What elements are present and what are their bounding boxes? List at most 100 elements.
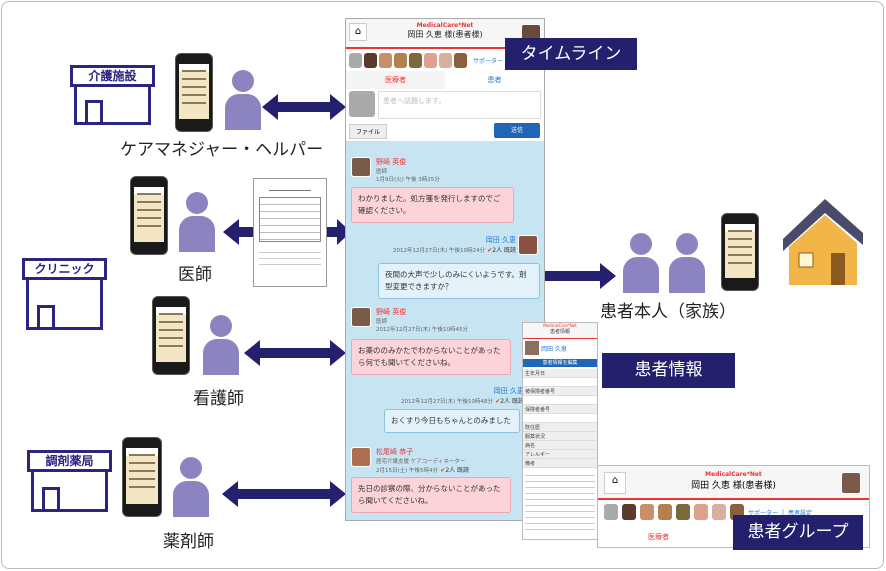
tab-bar: 医療者 患者 xyxy=(346,71,544,89)
house-icon xyxy=(783,199,863,285)
member-avatar[interactable] xyxy=(454,52,467,68)
member-avatar[interactable] xyxy=(424,52,437,68)
message-time: 2月15日(土) 午後5時4分 xyxy=(376,468,439,474)
patient-info-tag: 患者情報 xyxy=(602,353,735,388)
care-facility-building: 介護施設 xyxy=(70,65,155,125)
smartphone-icon xyxy=(130,176,168,255)
message-bubble: わかりました。処方箋を発行しますのでご確認ください。 xyxy=(351,187,514,223)
file-button[interactable]: ファイル xyxy=(349,124,388,139)
person-icon xyxy=(203,315,239,375)
facility-sign: クリニック xyxy=(22,258,107,280)
author-role: 医師 xyxy=(376,169,388,175)
person-icon xyxy=(173,457,209,517)
info-row: 生年月日 xyxy=(523,369,597,378)
home-button[interactable]: ⌂ xyxy=(349,23,367,41)
read-count: 2人 既読 xyxy=(492,247,516,254)
member-avatar[interactable] xyxy=(364,52,377,68)
author-name[interactable]: 松尾崎 恭子 xyxy=(376,448,414,456)
app-header: ⌂ MedicalCare*Net 岡田 久恵 様(患者様) xyxy=(346,19,544,49)
author-name[interactable]: 岡田 久恵 xyxy=(485,236,516,244)
member-avatar[interactable] xyxy=(604,504,618,520)
supporter-link[interactable]: サポーター xyxy=(473,57,504,65)
member-avatar[interactable] xyxy=(622,504,636,520)
timeline-tag: タイムライン xyxy=(505,38,637,70)
message-meta: 野崎 英俊 医師 2012年12月27日(木) 午後10時45分 xyxy=(376,307,468,333)
person-icon xyxy=(669,233,705,293)
author-role: 医師 xyxy=(376,319,388,325)
my-avatar xyxy=(349,91,375,117)
double-arrow-icon xyxy=(222,481,346,507)
smartphone-icon xyxy=(721,213,759,291)
app-logo: MedicalCare*Net xyxy=(416,22,474,29)
member-avatar[interactable] xyxy=(379,52,392,68)
member-avatar[interactable] xyxy=(640,504,654,520)
timeline-screen: ⌂ MedicalCare*Net 岡田 久恵 様(患者様) サポーター 医療者… xyxy=(345,18,545,521)
patient-info-screen: MedicalCare*Net 患者情報 岡田 久恵 患者情報を編集 生年月日 … xyxy=(522,322,598,540)
member-avatar[interactable] xyxy=(394,52,407,68)
member-avatars: サポーター xyxy=(346,49,544,71)
double-arrow-icon xyxy=(526,263,616,289)
message-bubble: 先日の診察の際、分からないことがあったら聞いてくださいね。 xyxy=(351,477,511,513)
member-avatar[interactable] xyxy=(712,504,726,520)
person-icon xyxy=(623,233,659,293)
app-logo: MedicalCare*Net xyxy=(543,323,577,328)
member-avatar[interactable] xyxy=(658,504,672,520)
message-meta: 岡田 久恵 2012年12月27日(木) 午後10時24分 ✔2人 既読 xyxy=(366,235,516,254)
member-avatar[interactable] xyxy=(439,52,452,68)
patient-name[interactable]: 岡田 久恵 xyxy=(541,345,567,353)
message-time: 1月9日(火) 午後 3時25分 xyxy=(376,177,440,183)
patient-label: 患者本人（家族） xyxy=(600,302,736,322)
message-bubble: 夜間の大声で少しのみにくいようです。剤型変更できますか？ xyxy=(378,263,540,299)
user-avatar[interactable] xyxy=(841,472,861,494)
person-icon xyxy=(225,70,261,130)
edit-info-button[interactable]: 患者情報を編集 xyxy=(523,359,597,367)
author-name[interactable]: 岡田 久恵 xyxy=(493,387,524,395)
patient-title: 岡田 久恵 様(患者様) xyxy=(691,481,776,491)
home-button[interactable]: ⌂ xyxy=(604,472,626,494)
smartphone-icon xyxy=(122,437,162,517)
author-name[interactable]: 野崎 英俊 xyxy=(376,308,407,316)
panel-title: 患者情報 xyxy=(549,329,570,335)
patient-group-tag: 患者グループ xyxy=(733,515,863,550)
read-count: 2人 既読 xyxy=(500,398,524,405)
author-avatar xyxy=(518,235,538,255)
smartphone-icon xyxy=(175,53,213,132)
author-role: 居宅介護支援 ケアコーディネーター xyxy=(376,459,466,465)
role-label-doctor: 医師 xyxy=(178,265,212,285)
member-avatar[interactable] xyxy=(676,504,690,520)
role-label-pharmacist: 薬剤師 xyxy=(163,532,214,552)
read-count: 2人 既読 xyxy=(445,467,470,474)
message-time: 2012年12月27日(木) 午後10時48分 xyxy=(400,399,493,405)
facility-sign: 調剤薬局 xyxy=(27,450,112,472)
info-row: 既往歴 xyxy=(523,423,597,432)
person-icon xyxy=(179,192,215,252)
member-avatar[interactable] xyxy=(349,52,362,68)
message-meta: 野崎 英俊 医師 1月9日(火) 午後 3時25分 xyxy=(376,157,440,183)
message-bubble: お薬ののみかたでわからないことがあったら何でも聞いてくださいね。 xyxy=(351,339,511,375)
author-avatar xyxy=(351,157,371,177)
double-arrow-icon xyxy=(244,340,346,366)
tab-patient[interactable]: 患者 xyxy=(487,76,502,84)
role-label-care-manager: ケアマネジャー・ヘルパー xyxy=(120,140,324,160)
smartphone-icon xyxy=(152,296,190,375)
send-button[interactable]: 送信 xyxy=(494,123,540,138)
arrow-left-icon xyxy=(223,219,255,245)
member-avatar[interactable] xyxy=(409,52,422,68)
message-meta: 岡田 久恵 2012年12月27日(木) 午後10時48分 ✔2人 既読 xyxy=(356,386,524,405)
info-row: アレルギー xyxy=(523,450,597,459)
clinic-building: クリニック xyxy=(22,258,107,330)
info-row: 保険者番号 xyxy=(523,405,597,414)
patient-settings-link[interactable]: 患者設定 xyxy=(788,509,813,517)
tab-medical-staff[interactable]: 医療者 xyxy=(648,533,669,541)
tab-medical-staff[interactable]: 医療者 xyxy=(346,71,445,89)
double-arrow-icon xyxy=(262,94,346,120)
post-input[interactable]: 患者へ話題します。 xyxy=(378,91,541,119)
member-avatar[interactable] xyxy=(694,504,708,520)
prescription-document-icon xyxy=(253,178,327,287)
supporter-link[interactable]: サポーター xyxy=(748,509,779,517)
info-row: 被保険者番号 xyxy=(523,387,597,396)
message-meta: 松尾崎 恭子 居宅介護支援 ケアコーディネーター 2月15日(土) 午後5時4分… xyxy=(376,448,470,474)
message-time: 2012年12月27日(木) 午後10時24分 xyxy=(392,248,485,254)
author-name[interactable]: 野崎 英俊 xyxy=(376,158,407,166)
